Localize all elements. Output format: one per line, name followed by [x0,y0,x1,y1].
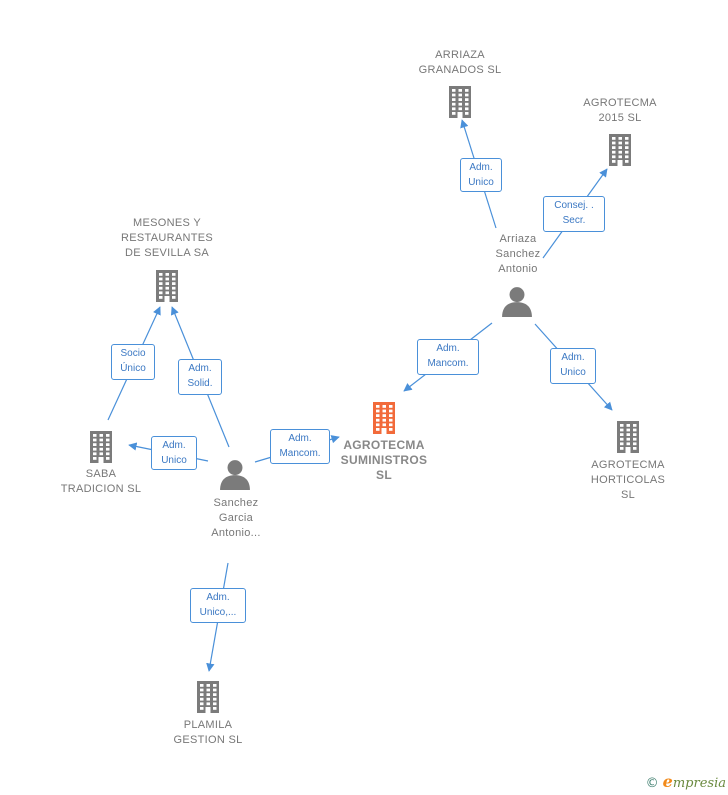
edge-label-line: Socio [120,348,146,359]
edge-label-line: Secr. [562,215,586,226]
edge-label-e4[interactable]: Adm. Unico [550,348,596,384]
node-label-line: MESONES Y [133,217,201,229]
edge-label-line: Unico [468,177,494,188]
building-icon[interactable] [150,268,184,307]
node-label-line: 2015 SL [598,112,642,124]
edge-label-e3[interactable]: Adm. Mancom. [417,339,479,375]
edge-label-e8[interactable]: Adm. Unico [151,436,197,470]
edge-label-line: Consej. . [554,200,594,211]
node-label-line: DE SEVILLA SA [125,247,209,259]
node-label-line: Antonio [498,263,538,275]
brand-initial: e [662,772,673,791]
node-label-line: Antonio... [211,527,261,539]
edge-label-line: Adm. [162,440,186,451]
person-icon[interactable] [219,458,251,495]
edge-label-e9[interactable]: Adm. Unico,... [190,588,246,623]
node-label-agrotecma-2015[interactable]: AGROTECMA 2015 SL [570,96,670,126]
edge-label-line: Mancom. [427,358,469,369]
node-label-line: AGROTECMA [343,438,425,452]
node-label-line: PLAMILA [183,719,233,731]
node-label-arriaza-granados[interactable]: ARRIAZA GRANADOS SL [405,48,515,78]
node-label-mesones[interactable]: MESONES Y RESTAURANTES DE SEVILLA SA [107,216,227,261]
node-label-line: ARRIAZA [435,49,485,61]
building-icon[interactable] [443,84,477,123]
node-label-line: AGROTECMA [591,459,665,471]
edge-label-e2[interactable]: Consej. . Secr. [543,196,605,232]
building-icon[interactable] [603,132,637,171]
empresia-logo: ©empresia [646,772,726,791]
node-label-line: TRADICION SL [60,483,142,495]
edge-label-line: Unico [560,367,586,378]
node-label-line: Sanchez [495,248,541,260]
copyright-symbol: © [645,776,659,791]
edge-label-line: Único [120,363,146,374]
node-label-saba-tradicion[interactable]: SABA TRADICION SL [46,467,156,497]
edge-label-line: Adm. [188,363,212,374]
edge-label-line: Adm. [561,352,585,363]
node-label-line: AGROTECMA [583,97,657,109]
edge-label-e6[interactable]: Adm. Solid. [178,359,222,395]
node-label-line: Sanchez [213,497,259,509]
edge-label-e1[interactable]: Adm. Unico [460,158,502,192]
node-label-line: SL [376,468,392,482]
node-label-line: SL [620,489,636,501]
brand-name: mpresia [672,776,726,791]
node-label-line: GESTION SL [173,734,243,746]
node-label-line: Garcia [218,512,254,524]
node-label-line: HORTICOLAS [590,474,666,486]
node-label-line: SABA [85,468,117,480]
edge-label-e5[interactable]: Adm. Mancom. [270,429,330,464]
building-icon[interactable] [367,400,401,439]
edge-label-line: Adm. [206,592,230,603]
node-label-agrotecma-horticolas[interactable]: AGROTECMA HORTICOLAS SL [573,458,683,503]
edge-label-line: Unico,... [199,607,237,618]
edge-label-line: Adm. [288,433,312,444]
building-icon[interactable] [611,419,645,458]
node-label-line: SUMINISTROS [340,453,428,467]
edge-label-line: Unico [161,455,187,466]
edge-label-line: Adm. [436,343,460,354]
edge-label-line: Adm. [469,162,493,173]
edge-label-line: Mancom. [279,448,321,459]
node-label-line: GRANADOS SL [418,64,502,76]
person-icon[interactable] [501,285,533,322]
node-label-line: Arriaza [499,233,537,245]
node-label-line: RESTAURANTES [120,232,214,244]
edge-label-line: Solid. [187,378,213,389]
building-icon[interactable] [191,679,225,718]
node-label-plamila-gestion[interactable]: PLAMILA GESTION SL [158,718,258,748]
building-icon[interactable] [84,429,118,468]
